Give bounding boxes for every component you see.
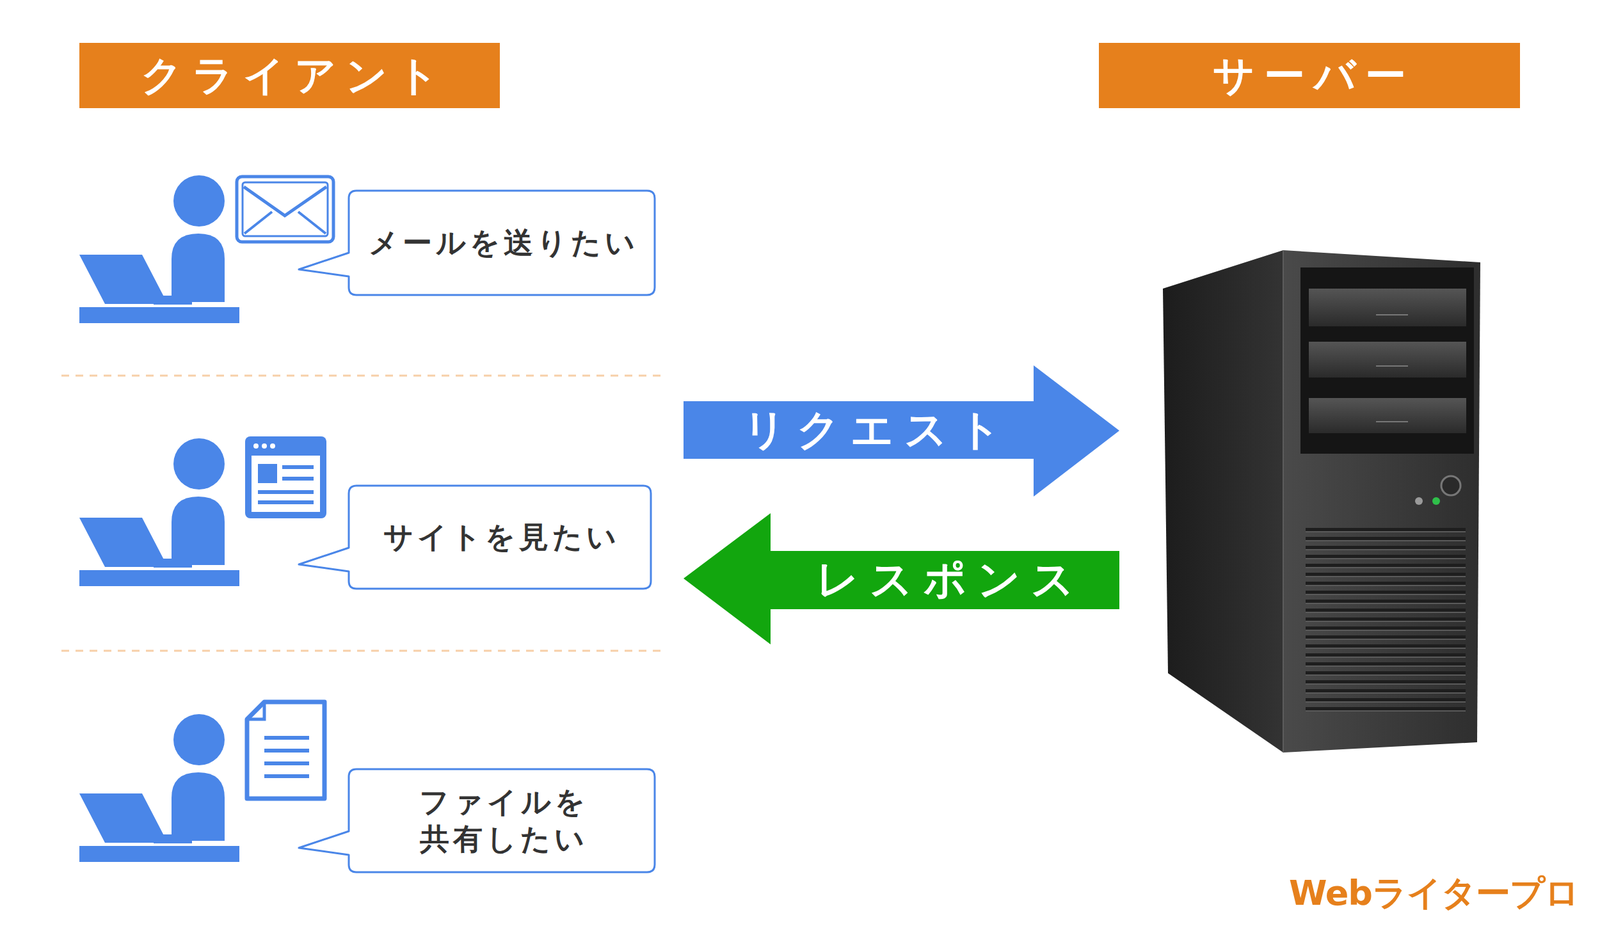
speech-bubble: メールを送りたい: [348, 190, 655, 296]
document-icon: [247, 702, 325, 799]
watermark: Webライタープロ: [1288, 874, 1579, 912]
person-icon: [79, 714, 240, 863]
person-icon: [79, 175, 240, 324]
bubble-outline: [298, 190, 655, 296]
browser-icon: [245, 436, 327, 519]
text-holder: サイトを見たい: [348, 485, 651, 589]
text-holder: サーバー: [1098, 42, 1520, 109]
bubble-outline: [298, 769, 655, 873]
bubble-text: ファイルを 共有したい: [364, 784, 639, 858]
text-holder: クライアント: [79, 42, 500, 109]
speech-bubble: ファイルを 共有したい: [348, 769, 655, 873]
section-header: サーバー: [1098, 42, 1520, 109]
text-holder: リクエスト: [709, 401, 1036, 459]
bubble-outline: [298, 485, 651, 589]
arrow-shape: [683, 513, 1120, 645]
section-header: クライアント: [79, 42, 500, 109]
arrow-label: レスポンス: [805, 556, 1085, 604]
text-holder: メールを送りたい: [348, 190, 655, 296]
response-arrow: レスポンス: [683, 513, 1120, 645]
text-holder: レスポンス: [792, 551, 1099, 610]
bubble-text: メールを送りたい: [364, 224, 639, 262]
header-text: クライアント: [131, 53, 448, 98]
header-text: サーバー: [1203, 53, 1416, 98]
mail-icon: [236, 176, 334, 242]
request-arrow: リクエスト: [683, 365, 1120, 497]
speech-bubble: サイトを見たい: [348, 485, 651, 589]
divider: [61, 650, 664, 653]
node-outline: [291, 767, 659, 875]
bubble-text: サイトを見たい: [379, 519, 621, 557]
server-tower: [1162, 250, 1481, 753]
arrow-label: リクエスト: [732, 407, 1012, 454]
divider: [61, 375, 664, 377]
text-holder: ファイルを 共有したい: [348, 769, 655, 873]
person-icon: [79, 438, 240, 587]
arrow-shape: [683, 365, 1120, 497]
